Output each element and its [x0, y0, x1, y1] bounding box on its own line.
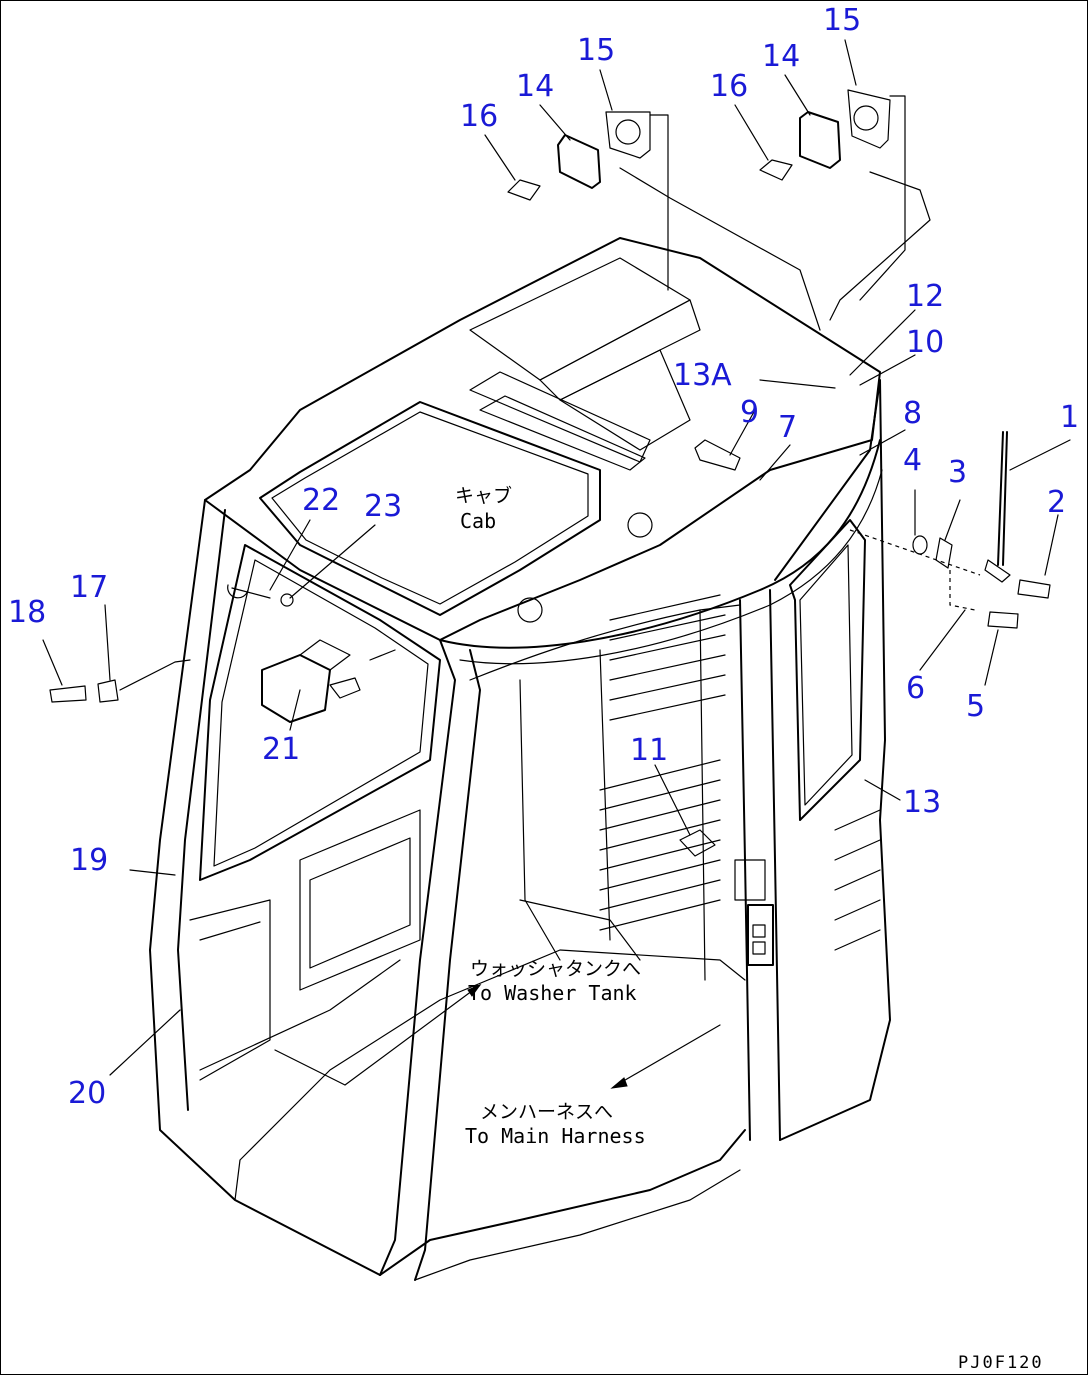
antenna-assembly	[849, 431, 1051, 629]
rear-lamp-right	[759, 89, 931, 321]
callout-5: 5	[966, 689, 985, 724]
callout-1: 1	[1060, 400, 1079, 435]
left-harness	[49, 659, 191, 703]
washer-label-jp: ウォッシャタンクへ	[470, 958, 641, 980]
callout-16-left: 16	[460, 99, 498, 134]
harness-label-jp: メンハーネスへ	[480, 1101, 613, 1123]
callout-23: 23	[364, 489, 402, 524]
callout-2: 2	[1047, 485, 1066, 520]
callout-19: 19	[70, 843, 108, 878]
callout-7: 7	[778, 410, 797, 445]
callout-6: 6	[906, 671, 925, 706]
callout-10: 10	[906, 325, 944, 360]
leader-lines	[42, 39, 1071, 1089]
callout-16-right: 16	[710, 69, 748, 104]
callout-22: 22	[302, 483, 340, 518]
callout-11: 11	[630, 733, 668, 768]
callout-14-right: 14	[762, 39, 800, 74]
work-lamp-assembly	[227, 584, 396, 723]
callout-3: 3	[948, 455, 967, 490]
callout-13: 13	[903, 785, 941, 820]
drawing-code: PJ0F120	[958, 1353, 1044, 1373]
cab-body	[149, 237, 891, 1281]
callout-8: 8	[903, 396, 922, 431]
cab-label-en: Cab	[460, 509, 496, 533]
callout-13a: 13A	[673, 358, 732, 393]
annotations: キャブ Cab ウォッシャタンクへ To Washer Tank メンハーネスへ…	[455, 484, 1044, 1373]
callout-15-left: 15	[577, 33, 615, 68]
callout-17: 17	[70, 570, 108, 605]
callout-4: 4	[903, 443, 922, 478]
bolts	[679, 439, 741, 857]
callout-numbers: 1 2 3 4 5 6 7 8 9 10 11 12 13 13A 14 14 …	[8, 3, 1079, 1111]
callout-14-left: 14	[516, 69, 554, 104]
cab-label-jp: キャブ	[455, 484, 512, 507]
washer-label-en: To Washer Tank	[468, 981, 637, 1005]
callout-9: 9	[740, 395, 759, 430]
callout-18: 18	[8, 595, 46, 630]
callout-12: 12	[906, 279, 944, 314]
rear-lamp-left	[507, 111, 821, 331]
callout-15-right: 15	[823, 3, 861, 38]
callout-20: 20	[68, 1076, 106, 1111]
callout-21: 21	[262, 732, 300, 767]
harness-label-en: To Main Harness	[465, 1124, 646, 1148]
